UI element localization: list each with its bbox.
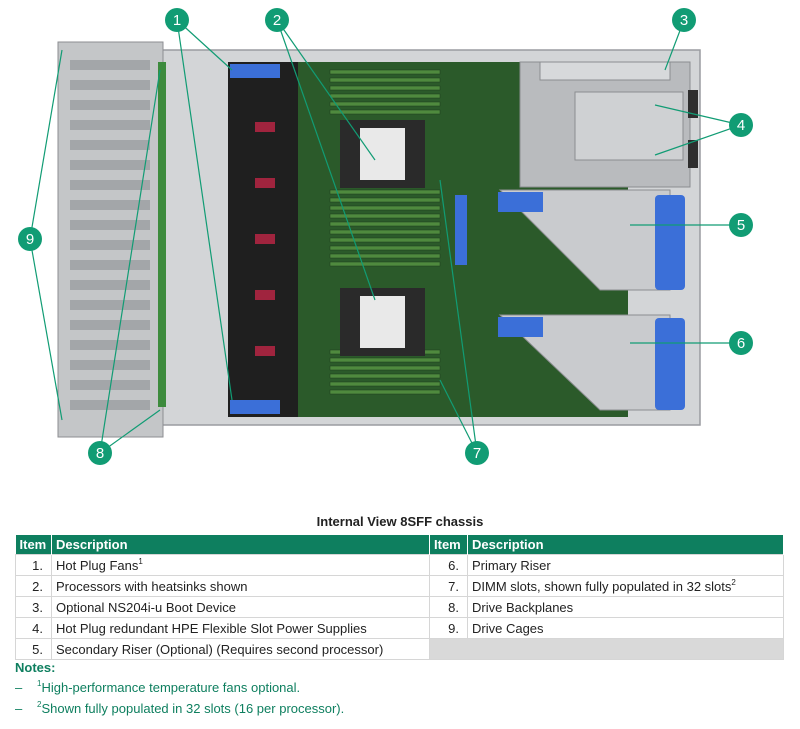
item-description: Processors with heatsinks shown: [51, 575, 430, 597]
table-header-row: Item Description Item Description: [15, 535, 784, 555]
heatsink-label-2: [360, 296, 405, 348]
riser-latch-primary: [498, 317, 543, 337]
svg-text:6: 6: [737, 335, 745, 352]
header-item-left: Item: [15, 535, 52, 555]
item-number: 8.: [429, 596, 468, 618]
callout-1: 1: [165, 8, 189, 32]
item-number: 4.: [15, 617, 52, 639]
heatsink-label-1: [360, 128, 405, 180]
power-supply-area: [574, 91, 684, 161]
drive-cage-vents: [70, 60, 150, 410]
footnote-marker: 2: [731, 577, 736, 587]
item-description: Drive Backplanes: [467, 596, 784, 618]
svg-text:9: 9: [26, 231, 34, 248]
item-number: 7.: [429, 575, 468, 597]
chassis-diagram: 1 2 3 4 5 6 7 8 9: [18, 8, 753, 465]
riser-latch-secondary: [498, 192, 543, 212]
item-description: Hot Plug redundant HPE Flexible Slot Pow…: [51, 617, 430, 639]
header-description-left: Description: [51, 535, 430, 555]
table-row: 5. Secondary Riser (Optional) (Requires …: [15, 638, 784, 660]
table-row: 1. Hot Plug Fans1 6. Primary Riser: [15, 554, 784, 576]
psu-handle-2: [688, 140, 698, 168]
component-table: Item Description Item Description 1. Hot…: [15, 535, 784, 660]
psu-handle-1: [688, 90, 698, 118]
item-number: 3.: [15, 596, 52, 618]
svg-text:7: 7: [473, 445, 481, 462]
callout-9: 9: [18, 227, 42, 251]
item-description: Primary Riser: [467, 554, 784, 576]
svg-text:8: 8: [96, 445, 104, 462]
air-baffle-clip: [455, 195, 467, 265]
table-row: 2. Processors with heatsinks shown 7. DI…: [15, 575, 784, 597]
svg-text:5: 5: [737, 217, 745, 234]
note-text: High-performance temperature fans option…: [41, 680, 301, 695]
footnote-marker: 2: [37, 700, 42, 709]
item-description: Secondary Riser (Optional) (Requires sec…: [51, 638, 430, 660]
dimm-slots: [329, 69, 441, 395]
footnote-marker: 1: [138, 556, 143, 566]
fan-latch-top: [230, 64, 280, 78]
notes-section: Notes: – 1High-performance temperature f…: [15, 660, 344, 722]
item-description: Hot Plug Fans1: [51, 554, 430, 576]
note-item: – 1High-performance temperature fans opt…: [15, 679, 344, 696]
callout-lines: [29, 19, 742, 454]
drive-backplane: [158, 62, 166, 407]
footnote-marker: 1: [37, 679, 42, 688]
callout-6: 6: [729, 331, 753, 355]
fan-latch-bottom: [230, 400, 280, 414]
item-number: 1.: [15, 554, 52, 576]
table-row: 3. Optional NS204i-u Boot Device 8. Driv…: [15, 596, 784, 618]
secondary-riser-bracket: [655, 195, 685, 290]
primary-riser-bracket: [655, 318, 685, 410]
svg-text:4: 4: [737, 117, 745, 134]
item-description: DIMM slots, shown fully populated in 32 …: [467, 575, 784, 597]
callout-8: 8: [88, 441, 112, 465]
item-number: 2.: [15, 575, 52, 597]
figure-caption: Internal View 8SFF chassis: [316, 514, 484, 529]
callout-3: 3: [672, 8, 696, 32]
header-item-right: Item: [429, 535, 468, 555]
callout-5: 5: [729, 213, 753, 237]
callout-7: 7: [465, 441, 489, 465]
item-description: Drive Cages: [467, 617, 784, 639]
note-dash: –: [15, 701, 23, 716]
note-dash: –: [15, 680, 23, 695]
item-number: 6.: [429, 554, 468, 576]
empty-cell: [429, 638, 784, 660]
note-item: – 2Shown fully populated in 32 slots (16…: [15, 700, 345, 717]
item-number: 9.: [429, 617, 468, 639]
svg-text:3: 3: [680, 12, 688, 29]
note-text: Shown fully populated in 32 slots (16 pe…: [41, 701, 345, 716]
notes-title: Notes:: [15, 660, 56, 675]
svg-text:2: 2: [273, 12, 281, 29]
svg-text:1: 1: [173, 12, 181, 29]
callout-4: 4: [729, 113, 753, 137]
item-number: 5.: [15, 638, 52, 660]
table-row: 4. Hot Plug redundant HPE Flexible Slot …: [15, 617, 784, 639]
fan-handles: [255, 122, 275, 356]
boot-device: [539, 61, 671, 81]
item-description: Optional NS204i-u Boot Device: [51, 596, 430, 618]
callout-2: 2: [265, 8, 289, 32]
header-description-right: Description: [467, 535, 784, 555]
